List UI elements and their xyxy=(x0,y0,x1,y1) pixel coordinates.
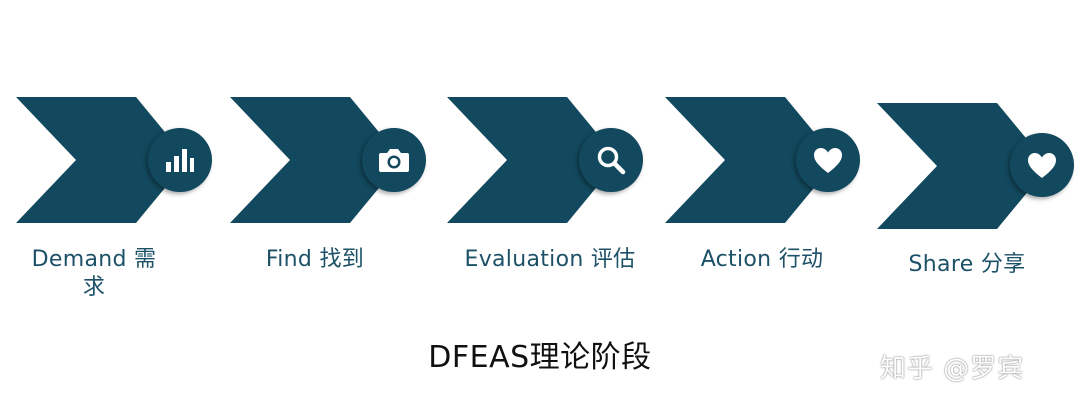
camera-icon xyxy=(379,149,409,172)
chevron-evaluation xyxy=(447,97,619,223)
chevron-shape xyxy=(877,103,1049,229)
bar-chart-icon xyxy=(166,149,194,172)
stage-label-demand: Demand 需 求 xyxy=(24,246,164,302)
chevron-shape xyxy=(447,97,619,223)
stage-label-evaluation: Evaluation 评估 xyxy=(464,247,636,272)
badge-find xyxy=(362,128,426,192)
heart-icon xyxy=(1028,152,1056,178)
heart-icon xyxy=(814,147,842,173)
badge-share xyxy=(1010,133,1074,197)
diagram-title: DFEAS理论阶段 xyxy=(428,340,652,375)
watermark: 知乎 @罗宾 xyxy=(880,354,1025,384)
stage-label-share: Share 分享 xyxy=(908,252,1026,277)
stage-label-line2: 求 xyxy=(82,275,106,300)
chevron-demand xyxy=(16,97,188,223)
chevron-shape xyxy=(16,97,188,223)
chevron-shape xyxy=(665,97,837,223)
stage-label-action: Action 行动 xyxy=(700,247,824,272)
chevron-share xyxy=(877,103,1049,229)
chevron-find xyxy=(230,97,402,223)
badge-demand xyxy=(148,128,212,192)
stage-label-find: Find 找到 xyxy=(265,247,365,272)
badge-action xyxy=(796,128,860,192)
chevron-shape xyxy=(230,97,402,223)
search-icon xyxy=(597,146,626,175)
chevron-action xyxy=(665,97,837,223)
stage-label-line1: Demand 需 xyxy=(31,247,157,272)
badge-evaluation xyxy=(579,128,643,192)
